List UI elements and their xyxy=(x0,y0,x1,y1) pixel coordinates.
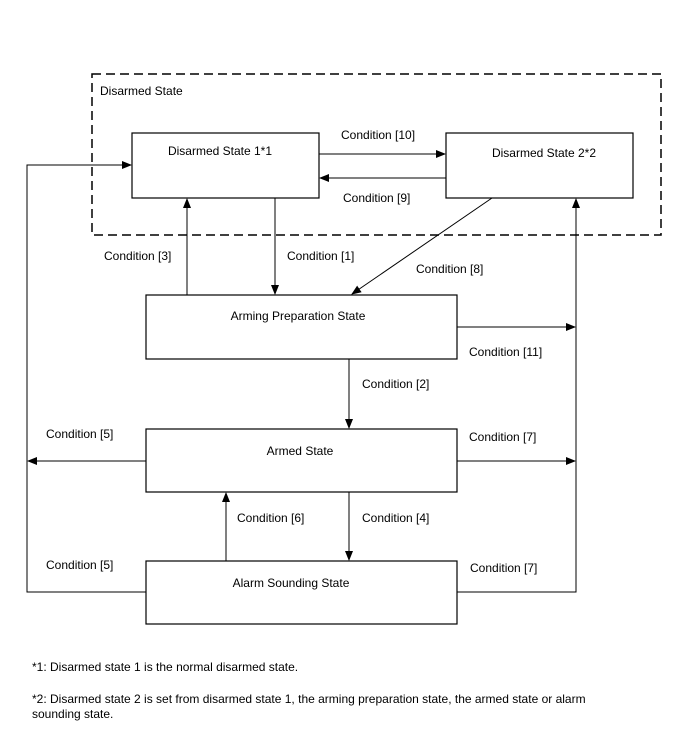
condition-1-label: Condition [1] xyxy=(287,249,354,263)
condition-5-upper-label: Condition [5] xyxy=(46,427,113,441)
armed-state-box: Armed State xyxy=(145,428,458,493)
condition-9-label: Condition [9] xyxy=(343,191,410,205)
condition-4-label: Condition [4] xyxy=(362,511,429,525)
condition-2-label: Condition [2] xyxy=(362,377,429,391)
disarmed-state-group-label: Disarmed State xyxy=(100,84,183,98)
footnote-1: *1: Disarmed state 1 is the normal disar… xyxy=(32,660,299,674)
condition-11-label: Condition [11] xyxy=(469,345,542,359)
condition-3-label: Condition [3] xyxy=(104,249,171,263)
arming-preparation-state-box: Arming Preparation State xyxy=(145,294,458,360)
disarmed-state-1-box: Disarmed State 1*1 xyxy=(131,132,320,199)
disarmed-state-group xyxy=(91,73,662,236)
condition-5-lower-label: Condition [5] xyxy=(46,558,113,572)
disarmed-state-2-label: Disarmed State 2*2 xyxy=(492,146,596,160)
armed-state-label: Armed State xyxy=(267,444,334,458)
disarmed-state-1-label: Disarmed State 1*1 xyxy=(168,144,272,158)
condition-7-upper-label: Condition [7] xyxy=(469,430,536,444)
footnote-2: *2: Disarmed state 2 is set from disarme… xyxy=(32,692,586,721)
arrow-condition-8 xyxy=(351,197,493,295)
disarmed-state-2-box: Disarmed State 2*2 xyxy=(445,132,634,199)
condition-7-lower-label: Condition [7] xyxy=(470,561,537,575)
condition-8-label: Condition [8] xyxy=(416,262,483,276)
arrow-condition-5-lower-loop xyxy=(26,161,146,593)
arrow-condition-7-lower-loop xyxy=(457,198,580,593)
condition-6-label: Condition [6] xyxy=(237,511,304,525)
arming-preparation-state-label: Arming Preparation State xyxy=(231,309,366,323)
alarm-sounding-state-label: Alarm Sounding State xyxy=(233,576,350,590)
condition-10-label: Condition [10] xyxy=(341,128,415,142)
alarm-sounding-state-box: Alarm Sounding State xyxy=(145,560,458,625)
